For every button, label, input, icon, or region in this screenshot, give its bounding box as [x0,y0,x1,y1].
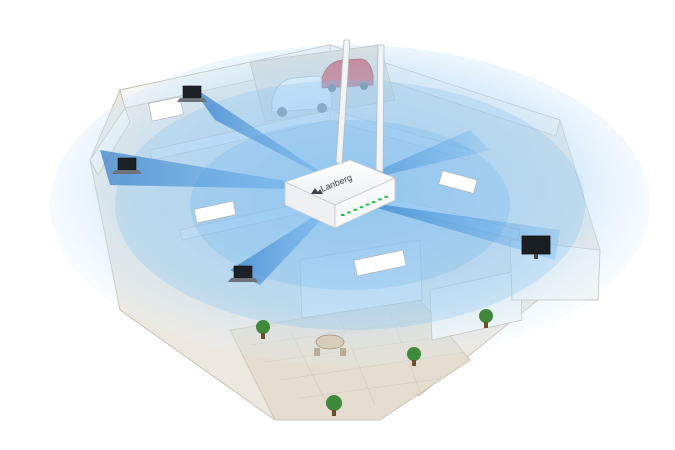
status-led [365,203,370,206]
router-logo-icon [311,188,323,194]
status-led [384,195,388,198]
tree-icon [326,395,342,416]
status-led [359,206,364,209]
status-led [341,214,345,216]
status-leds [341,195,388,216]
status-led [372,201,376,203]
tv-icon [521,235,551,259]
antenna-icon [375,44,385,173]
laptop-icon [228,265,258,282]
tree-icon [256,320,270,339]
status-led [347,211,351,214]
tree-icon [407,347,421,366]
status-led [378,198,382,201]
laptop-icon [177,85,207,102]
patio-table [314,334,346,356]
laptop-icon [112,157,142,174]
furniture [148,96,478,277]
tree-icon [479,309,493,328]
router-icon: Lanberg [283,39,397,229]
status-led [353,208,357,211]
